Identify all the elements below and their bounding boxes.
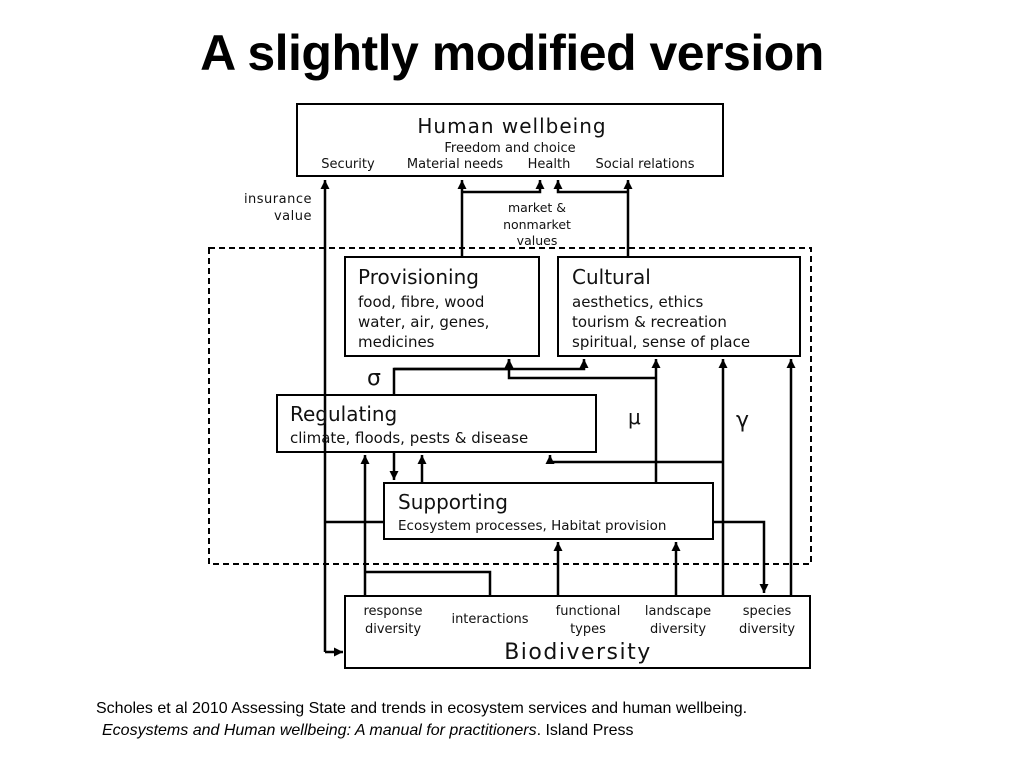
- connectors: [320, 180, 796, 657]
- biodiversity-component-functional-1: functional: [556, 604, 621, 619]
- sigma-label: σ: [367, 366, 381, 391]
- ecosystem-services-boundary: [208, 247, 812, 565]
- regulating-title: Regulating: [290, 402, 397, 426]
- insurance-value-label-1: insurance: [244, 192, 312, 207]
- mu-label: μ: [628, 405, 641, 429]
- cultural-line-2: tourism & recreation: [572, 313, 727, 331]
- biodiversity-box: [344, 595, 811, 669]
- market-values-label-3: values: [517, 233, 558, 248]
- gamma-label: γ: [736, 408, 749, 433]
- provisioning-box: [344, 256, 540, 357]
- biodiversity-component-landscape-1: landscape: [645, 604, 711, 619]
- biodiversity-component-response-1: response: [363, 604, 422, 619]
- biodiversity-component-functional-2: types: [570, 622, 606, 637]
- citation-line-2: Ecosystems and Human wellbeing: A manual…: [96, 720, 747, 742]
- wellbeing-item-health: Health: [528, 157, 571, 172]
- citation-book-title: Ecosystems and Human wellbeing: A manual…: [102, 722, 537, 739]
- human-wellbeing-subtitle: Freedom and choice: [444, 141, 575, 156]
- provisioning-line-2: water, air, genes,: [358, 313, 489, 331]
- regulating-box: [276, 394, 597, 453]
- slide-title: A slightly modified version: [200, 25, 824, 81]
- biodiversity-component-species-2: diversity: [739, 622, 795, 637]
- provisioning-line-3: medicines: [358, 333, 435, 351]
- citation-publisher: . Island Press: [536, 722, 634, 739]
- wellbeing-item-security: Security: [321, 157, 375, 172]
- market-values-label-1: market &: [508, 200, 566, 215]
- market-values-label-2: nonmarket: [503, 217, 571, 232]
- insurance-value-label-2: value: [274, 209, 312, 224]
- biodiversity-component-landscape-2: diversity: [650, 622, 706, 637]
- citation: Scholes et al 2010 Assessing State and t…: [96, 698, 747, 742]
- supporting-title: Supporting: [398, 490, 508, 514]
- human-wellbeing-box: [296, 103, 724, 177]
- supporting-line-1: Ecosystem processes, Habitat provision: [398, 518, 666, 534]
- citation-line-1: Scholes et al 2010 Assessing State and t…: [96, 700, 748, 717]
- wellbeing-item-material-needs: Material needs: [407, 157, 503, 172]
- cultural-line-3: spiritual, sense of place: [572, 333, 750, 351]
- provisioning-title: Provisioning: [358, 265, 479, 289]
- biodiversity-title: Biodiversity: [504, 640, 652, 665]
- regulating-line-1: climate, floods, pests & disease: [290, 429, 528, 447]
- human-wellbeing-title: Human wellbeing: [417, 114, 606, 138]
- cultural-line-1: aesthetics, ethics: [572, 293, 704, 311]
- biodiversity-component-species-1: species: [743, 604, 792, 619]
- cultural-box: [557, 256, 801, 357]
- supporting-box: [383, 482, 714, 540]
- biodiversity-component-response-2: diversity: [365, 622, 421, 637]
- cultural-title: Cultural: [572, 265, 651, 289]
- wellbeing-item-social-relations: Social relations: [596, 157, 695, 172]
- biodiversity-component-interactions: interactions: [451, 612, 528, 627]
- provisioning-line-1: food, fibre, wood: [358, 293, 484, 311]
